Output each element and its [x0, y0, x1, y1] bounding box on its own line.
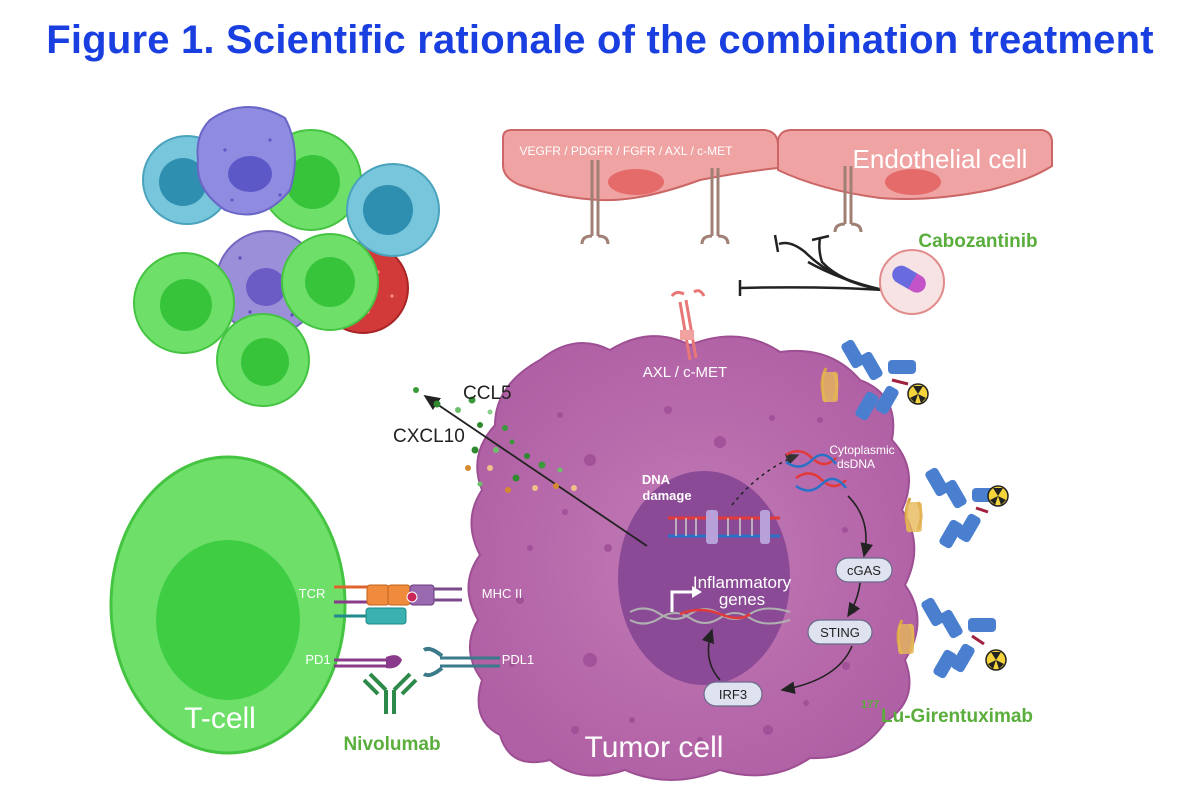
tumor-cell: [467, 335, 919, 781]
green-cell-left: [133, 252, 235, 354]
nivolumab-antibody: [362, 672, 418, 714]
radio-antibody-1: [820, 339, 929, 421]
genes-label: genes: [719, 590, 765, 609]
tumor-cell-label: Tumor cell: [585, 731, 724, 764]
irf3-node: IRF3: [703, 681, 763, 707]
rtk-2: [700, 168, 730, 245]
purple-cell-top: [196, 106, 296, 216]
dna-leak-arrow: [731, 453, 800, 506]
cxcl10-label: CXCL10: [393, 426, 465, 447]
damaged-dna: [668, 510, 780, 544]
sting-node: STING: [807, 619, 873, 645]
rtk-1: [580, 160, 610, 245]
inflammatory-genes-dna: [629, 607, 791, 625]
dsdna-to-cgas-arrow: [847, 495, 874, 558]
dsdna-label: dsDNA: [837, 457, 875, 471]
transcription-start-arrow: [670, 590, 694, 612]
ccl5-label: CCL5: [463, 383, 512, 404]
cgas-node: cGAS: [835, 557, 893, 583]
cgas-label: cGAS: [847, 563, 881, 578]
lu-girentuximab-label: 177 Lu-Girentuximab: [861, 699, 1033, 727]
transcription-arrowhead: [692, 586, 702, 598]
lu-isotope-superscript: 177: [861, 699, 879, 711]
radio-antibody-3: [896, 597, 1007, 679]
blue-cell-right: [346, 163, 440, 257]
green-cell-mid: [281, 233, 379, 331]
axl-cmet-label: AXL / c-MET: [643, 364, 727, 381]
pd1-label: PD1: [305, 652, 330, 667]
rtk-3: [833, 166, 863, 233]
sting-to-irf3-arrow: [780, 645, 853, 695]
green-cell-bottom: [216, 313, 310, 407]
nivolumab-label: Nivolumab: [343, 734, 440, 755]
pd1-receptor: [334, 655, 402, 669]
cabozantinib-inhibition: [738, 234, 884, 296]
axl-cmet-receptor: [670, 289, 706, 361]
inflammatory-label: Inflammatory: [693, 573, 792, 592]
lu-girentuximab-name: Lu-Girentuximab: [881, 706, 1033, 727]
sting-label: STING: [820, 625, 860, 640]
cytoplasmic-dsdna: [785, 449, 847, 492]
radio-antibody-2: [904, 467, 1009, 549]
chemokine-dots: [413, 387, 577, 493]
receptor-kinases: [580, 160, 863, 245]
pdl1-ligand: [422, 646, 500, 678]
tcr-mhc-complex: [334, 584, 462, 625]
t-cell: [109, 455, 347, 755]
dna-damage-label-line1: DNA: [642, 472, 671, 487]
cabozantinib-pill: [879, 249, 945, 315]
t-cell-label: T-cell: [184, 702, 256, 735]
cabozantinib-label: Cabozantinib: [918, 231, 1037, 252]
figure-title: Figure 1. Scientific rationale of the co…: [46, 18, 1154, 62]
cgas-to-sting-arrow: [847, 582, 861, 618]
cytoplasmic-label: Cytoplasmic: [829, 443, 894, 457]
immune-cell-cluster: [133, 106, 440, 407]
mhc-label: MHC II: [482, 586, 522, 601]
dna-damage-label-line2: damage: [642, 488, 691, 503]
endothelial-cell-label: Endothelial cell: [853, 144, 1028, 174]
receptor-list-label: VEGFR / PDGFR / FGFR / AXL / c-MET: [520, 144, 734, 158]
tcr-label: TCR: [299, 586, 326, 601]
irf3-to-genes-arrow: [701, 628, 721, 681]
irf3-label: IRF3: [719, 687, 747, 702]
chemokine-release-arrow: [423, 394, 648, 547]
pdl1-label: PDL1: [502, 652, 535, 667]
